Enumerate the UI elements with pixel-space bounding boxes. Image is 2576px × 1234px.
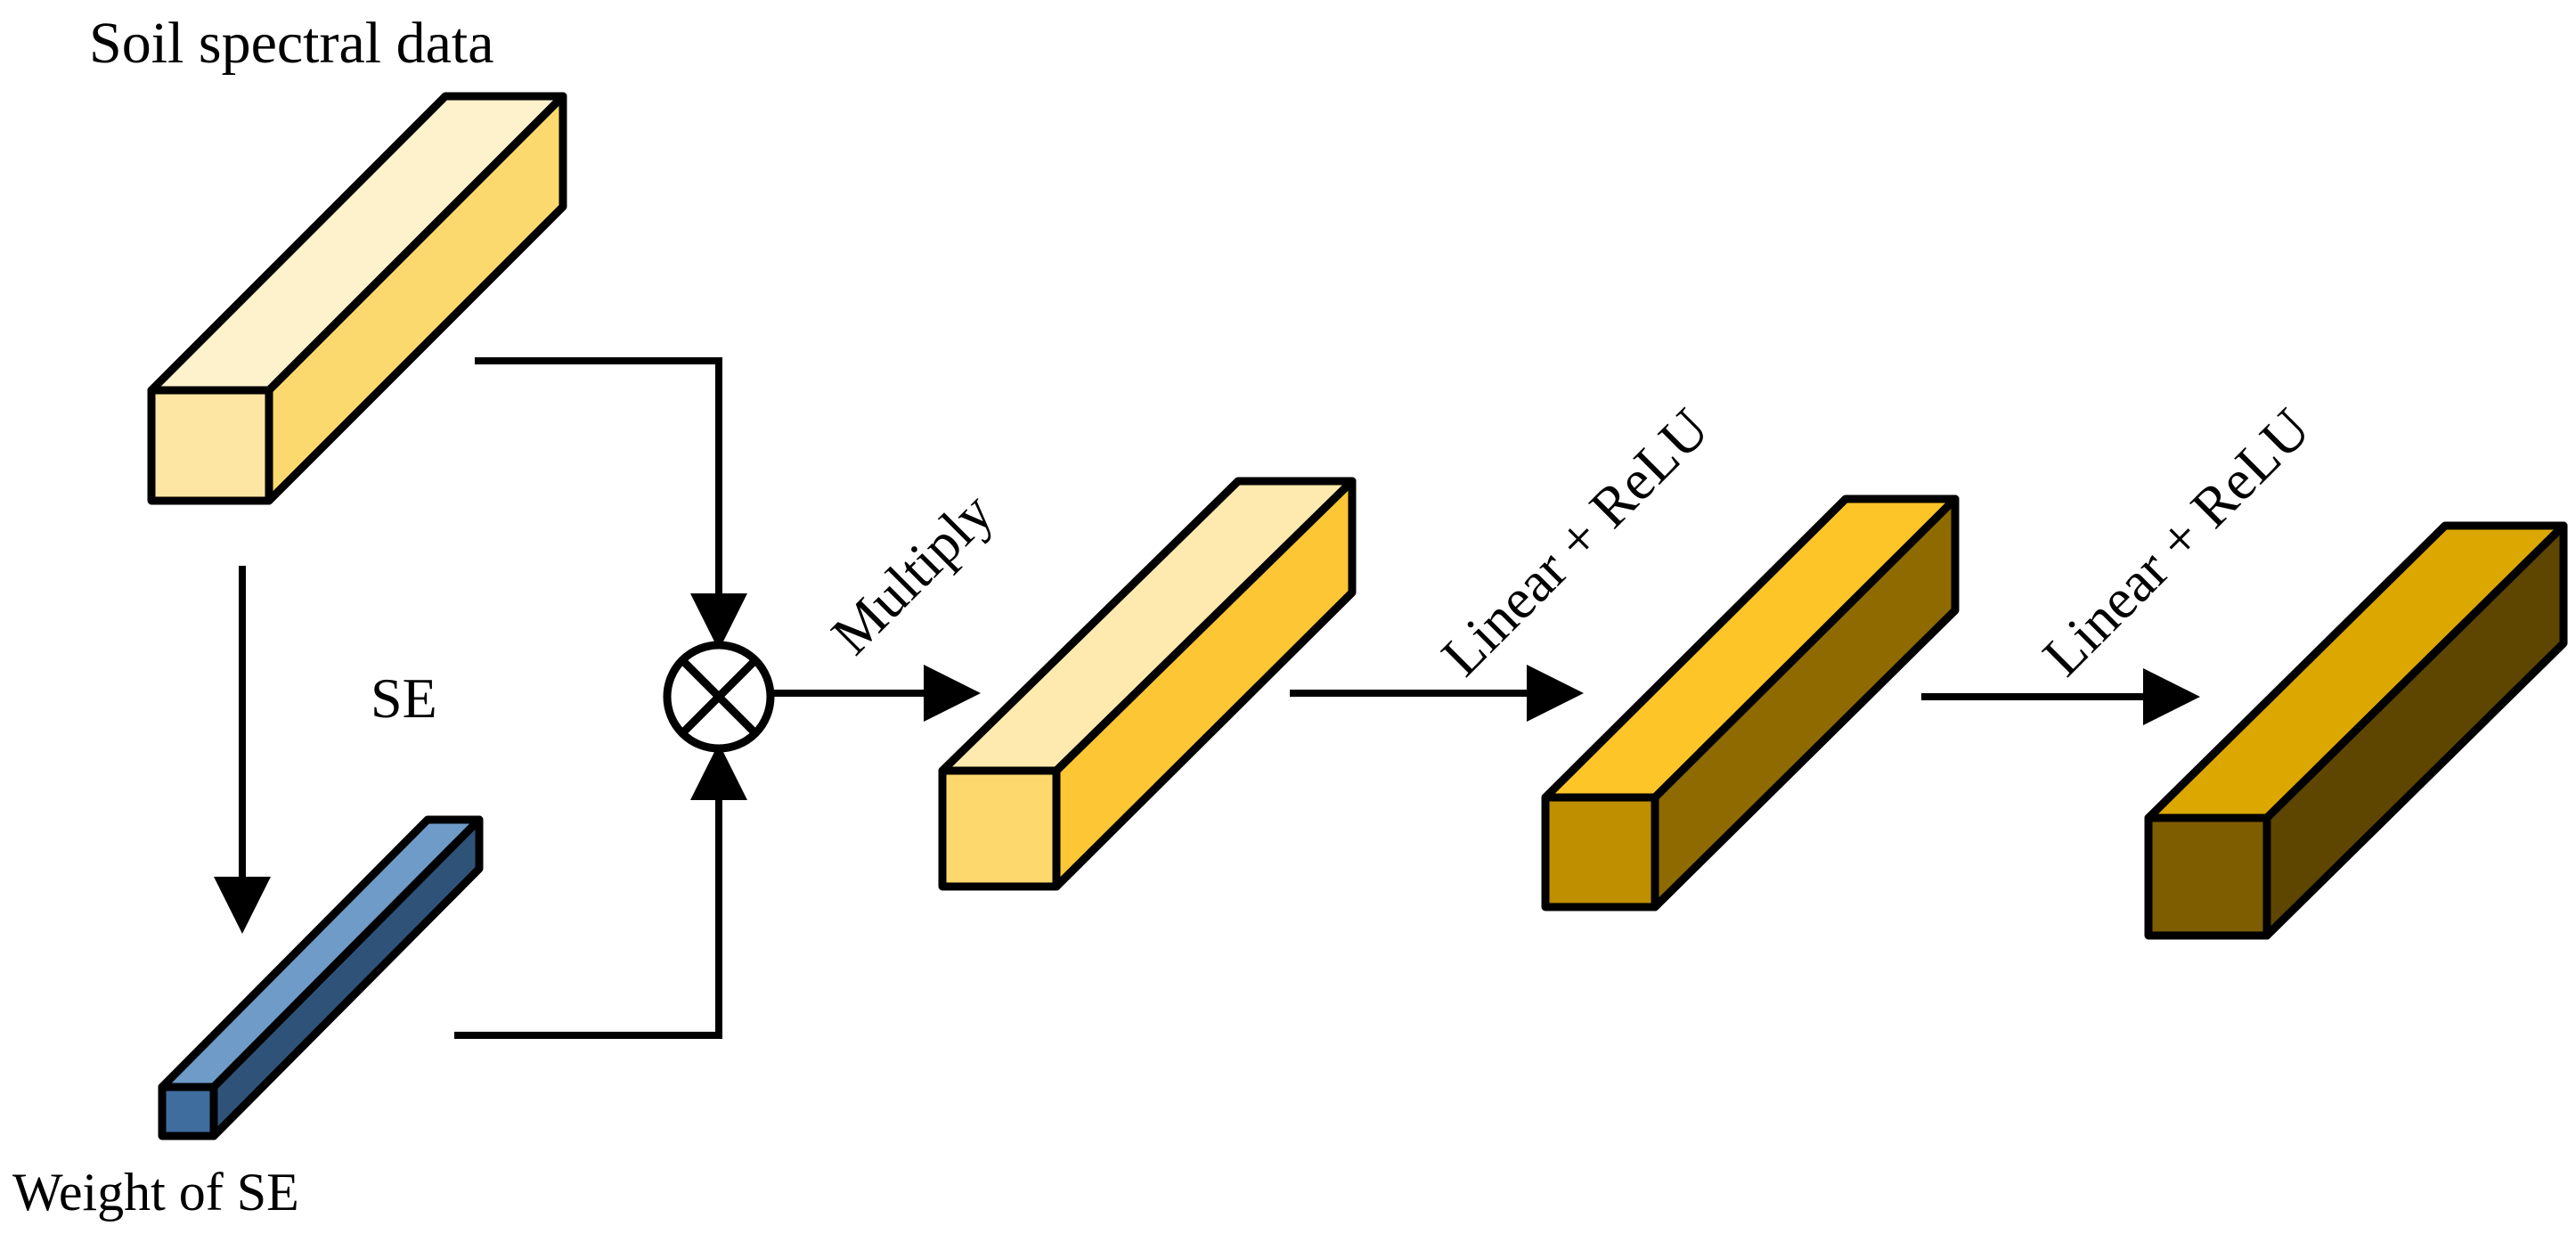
linear-relu-block-2 xyxy=(2144,521,2568,940)
se-label: SE xyxy=(371,666,437,730)
multiply-label: Multiply xyxy=(819,480,1006,666)
linear-relu-label-1: Linear + ReLU xyxy=(1430,396,1721,688)
linear-relu-block-1 xyxy=(1541,494,1960,911)
arrow-weight-to-multiply xyxy=(454,743,747,1039)
weight-of-se-block xyxy=(158,815,484,1140)
soil-spectral-data-label: Soil spectral data xyxy=(89,11,494,76)
weight-of-se-label: Weight of SE xyxy=(12,1163,299,1222)
multiply-output-block xyxy=(938,477,1357,891)
linear-relu-label-2: Linear + ReLU xyxy=(2031,396,2322,688)
weight-box-side xyxy=(209,815,484,1140)
mult-box-front xyxy=(938,766,1061,891)
weight-box-front xyxy=(158,1083,218,1140)
weight-box-top xyxy=(158,815,484,1091)
lin2-box-front xyxy=(2144,813,2271,940)
lin1-box-front xyxy=(1541,793,1659,911)
arrow-soil-to-multiply xyxy=(475,357,747,650)
soil-box-front xyxy=(147,386,273,505)
soil-spectral-data-block xyxy=(147,92,567,505)
multiply-operator-icon xyxy=(663,641,775,753)
